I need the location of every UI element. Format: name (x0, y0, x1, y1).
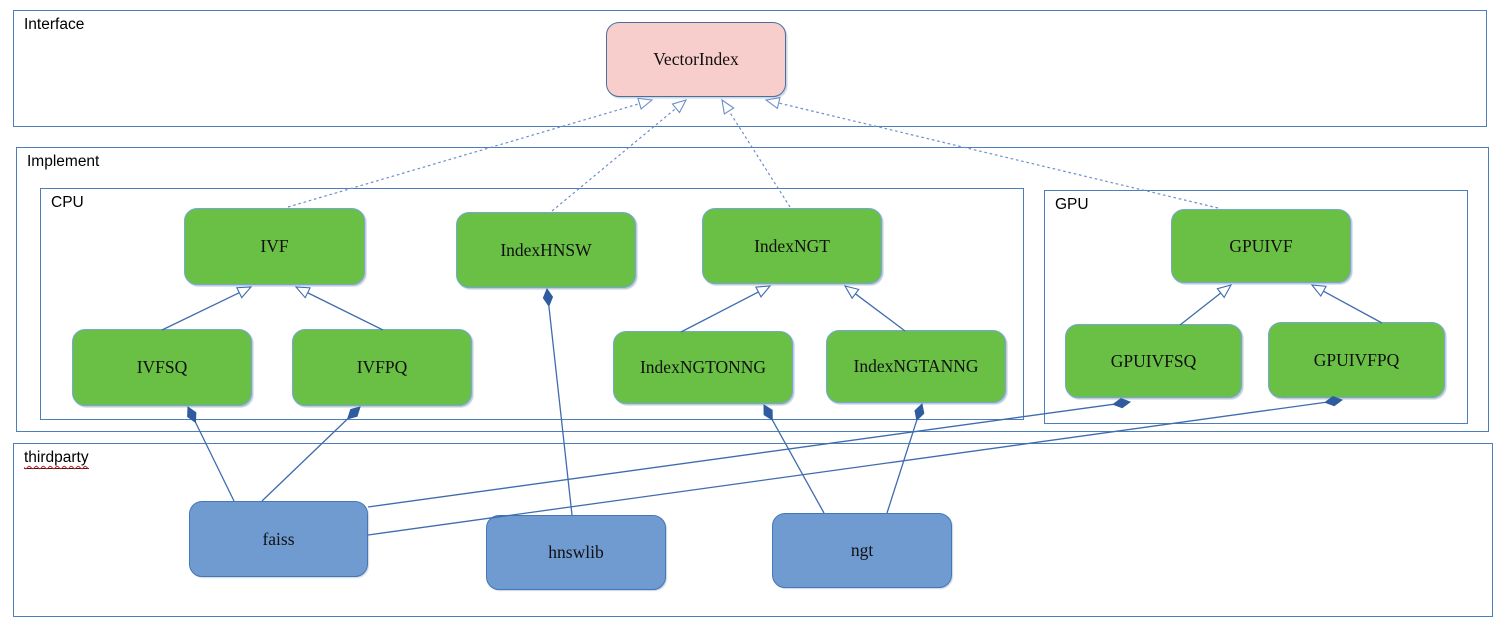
node-gpuivf: GPUIVF (1171, 209, 1351, 283)
node-ivfsq: IVFSQ (72, 329, 252, 406)
section-label-gpu: GPU (1055, 196, 1089, 213)
node-vectorindex: VectorIndex (606, 22, 786, 97)
node-indexngt: IndexNGT (702, 208, 882, 284)
section-label-interface: Interface (24, 16, 85, 33)
section-label-thirdparty: thirdparty (24, 449, 89, 469)
section-label-implement: Implement (27, 153, 100, 170)
node-gpuivfpq: GPUIVFPQ (1268, 322, 1445, 398)
node-indexhnsw: IndexHNSW (456, 212, 636, 288)
node-ngt: ngt (772, 513, 952, 588)
node-indexngtonng: IndexNGTONNG (613, 331, 793, 404)
node-faiss: faiss (189, 501, 368, 577)
node-ivfpq: IVFPQ (292, 329, 472, 406)
node-ivf: IVF (184, 208, 365, 285)
node-gpuivfsq: GPUIVFSQ (1065, 324, 1242, 398)
node-hnswlib: hnswlib (486, 515, 666, 590)
node-indexngtanng: IndexNGTANNG (826, 330, 1006, 403)
section-label-cpu: CPU (51, 194, 84, 211)
